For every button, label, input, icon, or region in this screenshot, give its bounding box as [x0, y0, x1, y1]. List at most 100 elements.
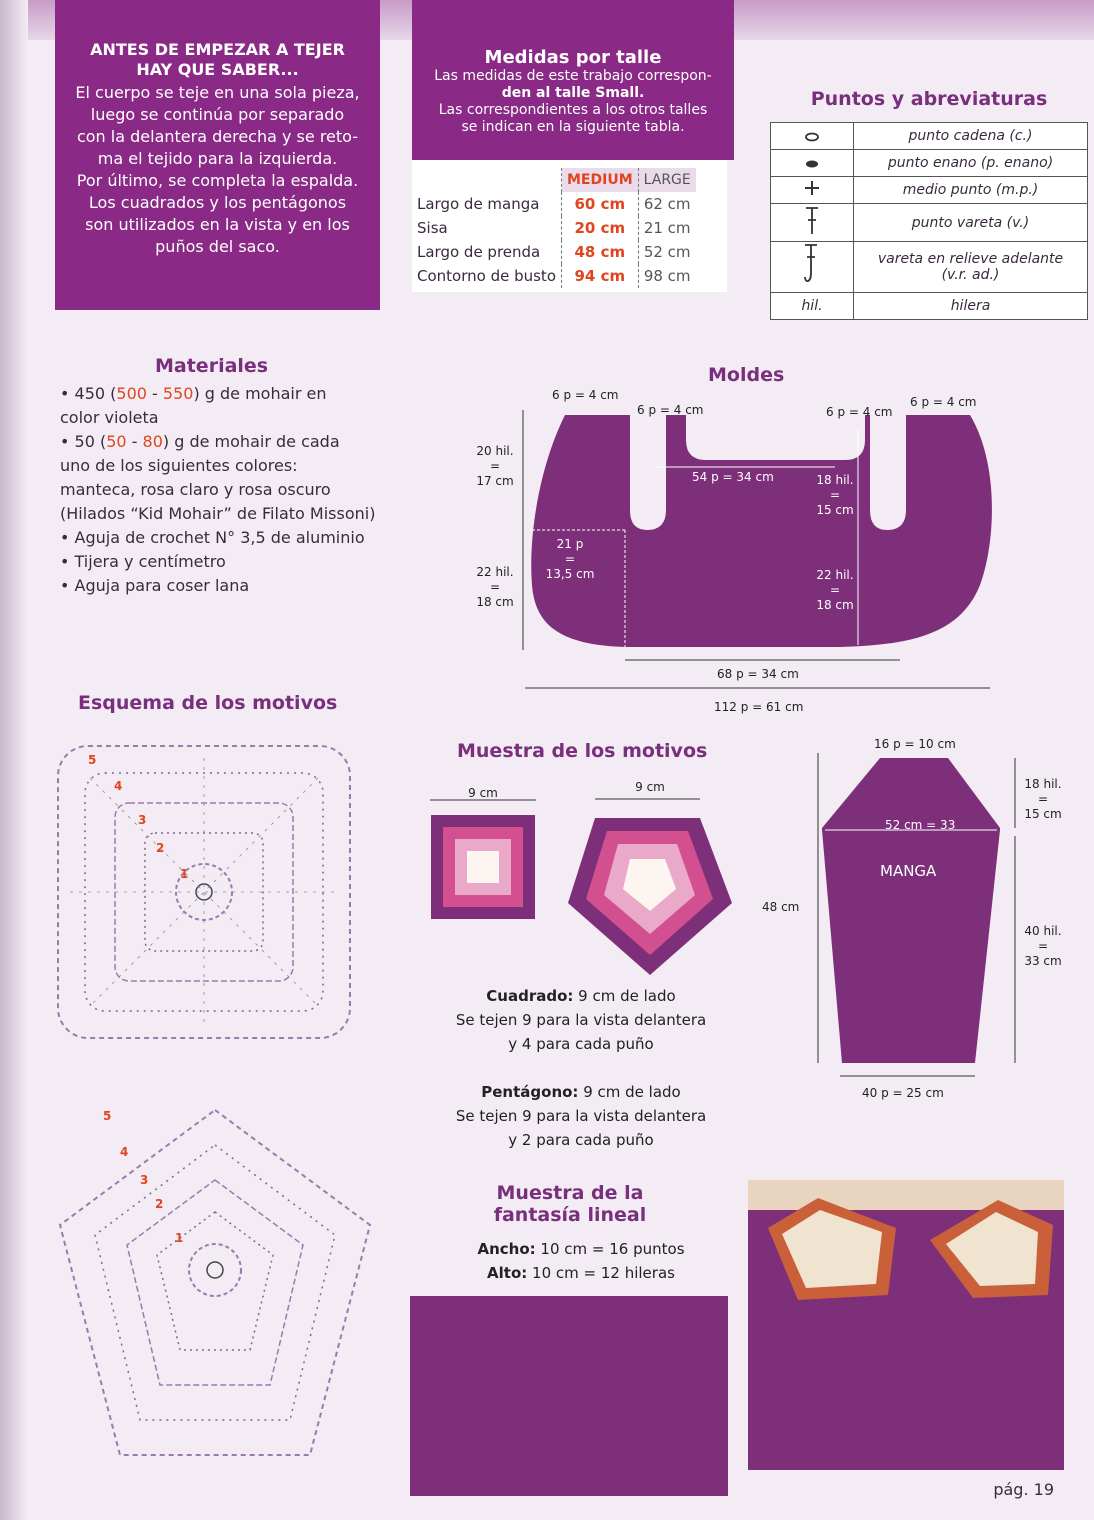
fantasia-title: Muestra de la fantasía lineal: [470, 1182, 670, 1226]
dim-line: 22 hil.: [476, 565, 514, 579]
dim-label: 9 cm: [635, 780, 665, 794]
desc-text: 10 cm = 16 puntos: [535, 1240, 685, 1258]
medidas-box: Medidas por talle Las medidas de este tr…: [412, 0, 734, 160]
moldes-title: Moldes: [708, 364, 785, 386]
dim-label: 6 p = 4 cm: [826, 405, 893, 419]
dim-label: 22 hil.=18 cm: [812, 568, 858, 613]
page-number: pág. 19: [993, 1480, 1054, 1499]
dim-label: 22 hil.=18 cm: [472, 565, 518, 610]
hil-label: hil.: [770, 292, 854, 320]
dim-line: =: [489, 459, 501, 473]
moldes-body-diagram: [522, 410, 992, 689]
dim-label: 40 hil.=33 cm: [1018, 924, 1068, 969]
list-item: • Aguja para coser lana: [60, 576, 250, 595]
dim-label: 16 p = 10 cm: [874, 737, 956, 751]
dim-line: 18 hil.: [816, 473, 854, 487]
row-label: Contorno de busto: [417, 267, 556, 285]
intro-body: El cuerpo se teje en una sola pieza, lue…: [67, 82, 368, 258]
medidas-text: den al talle Small.: [501, 85, 645, 101]
square-motif-chart: 5 4 3 2 1: [57, 745, 351, 1039]
desc-text: 9 cm de lado: [573, 987, 676, 1005]
round-label: 1: [175, 1231, 183, 1245]
materiales-list: • 450 (500 - 550) g de mohair en color v…: [60, 382, 380, 598]
abrev-text: punto vareta (v.): [853, 203, 1088, 242]
large-qty: 550: [162, 384, 194, 403]
medium-value: 20 cm: [561, 216, 639, 240]
list-item: • Aguja de crochet N° 3,5 de aluminio: [60, 528, 365, 547]
desc-line: Se tejen 9 para la vista delantera: [455, 1107, 707, 1125]
intro-line: Los cuadrados y los pentágonos: [88, 193, 347, 212]
medium-value: 48 cm: [561, 240, 639, 264]
medium-qty: 500: [116, 384, 147, 403]
square-motif-sample: [430, 799, 536, 919]
desc-line: Ancho: 10 cm = 16 puntos: [436, 1237, 726, 1261]
desc-bold: Pentágono:: [481, 1083, 579, 1101]
round-label: 4: [120, 1145, 128, 1159]
dim-label: 18 hil.=15 cm: [1018, 777, 1068, 822]
dim-label: 40 p = 25 cm: [862, 1086, 944, 1100]
large-qty: 80: [142, 432, 163, 451]
cuadrado-desc: Cuadrado: 9 cm de lado Se tejen 9 para l…: [436, 984, 726, 1056]
intro-line: Por último, se completa la espalda.: [76, 171, 359, 190]
round-label: 1: [180, 867, 188, 881]
oval-filled-icon: [770, 149, 854, 177]
large-value: 52 cm: [643, 243, 691, 261]
desc-line: Cuadrado: 9 cm de lado: [436, 984, 726, 1008]
text: -: [146, 384, 163, 403]
medium-value: 60 cm: [561, 192, 639, 216]
dim-line: 20 hil.: [476, 444, 514, 458]
header-medium: MEDIUM: [561, 168, 639, 192]
abrev-text: punto cadena (c.): [853, 122, 1088, 150]
dim-line: =: [564, 552, 576, 566]
desc-line: y 4 para cada puño: [508, 1035, 654, 1053]
medidas-text: Las medidas de este trabajo correspon-: [434, 68, 712, 84]
intro-line: ma el tejido para la izquierda.: [97, 149, 338, 168]
large-value: 21 cm: [643, 219, 691, 237]
materiales-title: Materiales: [155, 355, 269, 377]
plus-icon: [770, 176, 854, 204]
abrev-line: (v.r. ad.): [941, 267, 1000, 283]
row-label: Largo de manga: [417, 195, 540, 213]
round-label: 3: [138, 813, 146, 827]
dim-line: 18 cm: [476, 595, 514, 609]
large-value: 98 cm: [643, 267, 691, 285]
round-label: 3: [140, 1173, 148, 1187]
dim-line: 18 cm: [816, 598, 854, 612]
dim-label: 6 p = 4 cm: [910, 395, 977, 409]
medium-value: 94 cm: [561, 264, 639, 288]
medidas-text: se indican en la siguiente tabla.: [461, 119, 685, 135]
dim-label: 6 p = 4 cm: [637, 403, 704, 417]
list-item: color violeta: [60, 408, 159, 427]
dim-line: =: [1037, 939, 1049, 953]
abrev-text: vareta en relieve adelante(v.r. ad.): [853, 241, 1088, 293]
desc-line: Alto: 10 cm = 12 hileras: [436, 1261, 726, 1285]
medidas-title: Medidas por talle: [484, 47, 662, 68]
intro-line: son utilizados en la vista y en los: [85, 215, 350, 234]
pentagono-desc: Pentágono: 9 cm de lado Se tejen 9 para …: [436, 1080, 726, 1152]
desc-text: 10 cm = 12 hileras: [527, 1264, 675, 1282]
large-value: 62 cm: [643, 195, 691, 213]
fantasia-desc: Ancho: 10 cm = 16 puntos Alto: 10 cm = 1…: [436, 1237, 726, 1285]
desc-line: Pentágono: 9 cm de lado: [436, 1080, 726, 1104]
abreviaturas-title: Puntos y abreviaturas: [810, 88, 1048, 110]
text: ) g de mohair en: [193, 384, 327, 403]
list-item: (Hilados “Kid Mohair” de Filato Missoni): [60, 504, 376, 523]
desc-line: y 2 para cada puño: [508, 1131, 654, 1149]
medium-qty: 50: [106, 432, 127, 451]
list-item: • 50 (50 - 80) g de mohair de cada: [60, 430, 380, 454]
round-label: 4: [114, 779, 122, 793]
desc-text: 9 cm de lado: [578, 1083, 681, 1101]
list-item: • Tijera y centímetro: [60, 552, 226, 571]
text: ) g de mohair de cada: [162, 432, 340, 451]
dim-line: 15 cm: [1024, 807, 1062, 821]
row-label: Sisa: [417, 219, 448, 237]
text: • 450 (: [60, 384, 117, 403]
dim-label: 54 p = 34 cm: [692, 470, 774, 484]
medidas-text: Las correspondientes a los otros talles: [438, 102, 708, 118]
dim-line: =: [829, 488, 841, 502]
dim-label: 18 hil.=15 cm: [812, 473, 858, 518]
